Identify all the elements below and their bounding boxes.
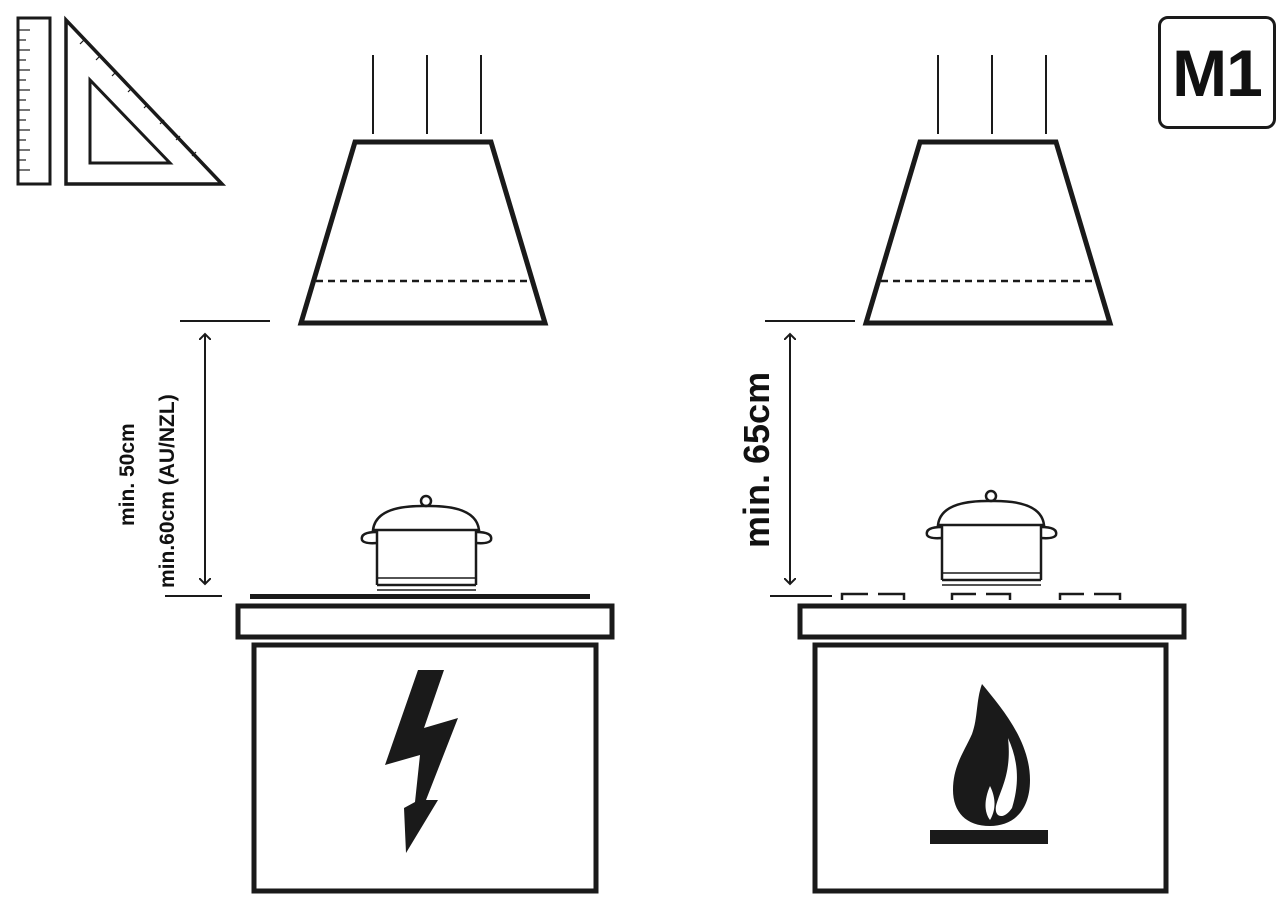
left-min-distance-au-nzl-label: min.60cm (AU/NZL): [156, 394, 179, 588]
left-hob: [235, 594, 615, 894]
right-min-distance-label: min. 65cm: [736, 371, 777, 548]
right-hob: [797, 603, 1187, 894]
right-hood: [862, 55, 1114, 326]
gas-flame-icon: [930, 684, 1048, 844]
lightning-bolt-icon: [385, 670, 458, 853]
left-hood: [297, 55, 549, 326]
model-badge: M1: [1158, 16, 1276, 129]
right-pot: [925, 489, 1058, 586]
ruler-and-set-square-icon: [16, 15, 227, 186]
left-distance-marker: [165, 320, 270, 597]
left-min-distance-label: min. 50cm: [116, 423, 139, 526]
right-distance-marker: [765, 320, 855, 597]
left-pot: [360, 494, 493, 591]
gas-burners: [840, 592, 1122, 600]
